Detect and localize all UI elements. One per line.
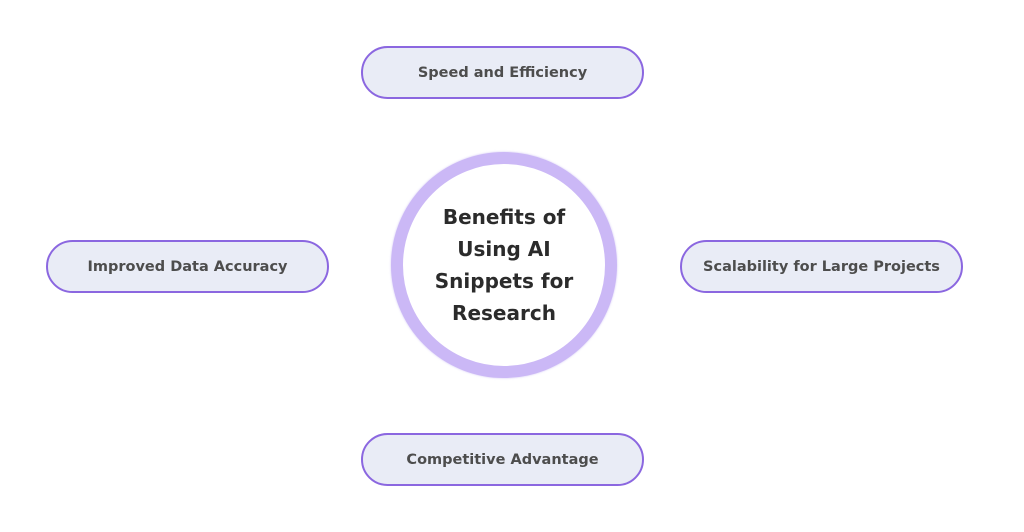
benefit-node-data-accuracy: Improved Data Accuracy — [46, 240, 329, 293]
benefit-node-speed-efficiency: Speed and Efficiency — [361, 46, 644, 99]
benefit-node-competitive-advantage: Competitive Advantage — [361, 433, 644, 486]
benefit-node-label: Improved Data Accuracy — [87, 258, 288, 275]
central-topic-line: Using AI — [457, 237, 551, 261]
central-topic-line: Snippets for — [434, 269, 574, 293]
benefit-node-scalability: Scalability for Large Projects — [680, 240, 963, 293]
central-topic-title: Benefits of Using AI Snippets for Resear… — [419, 201, 589, 329]
central-topic-line: Benefits of — [442, 205, 566, 229]
benefit-node-label: Competitive Advantage — [406, 451, 599, 468]
central-topic-line: Research — [452, 301, 556, 325]
central-topic-circle: Benefits of Using AI Snippets for Resear… — [391, 152, 617, 378]
benefit-node-label: Scalability for Large Projects — [703, 258, 940, 275]
benefit-node-label: Speed and Efficiency — [417, 64, 588, 81]
